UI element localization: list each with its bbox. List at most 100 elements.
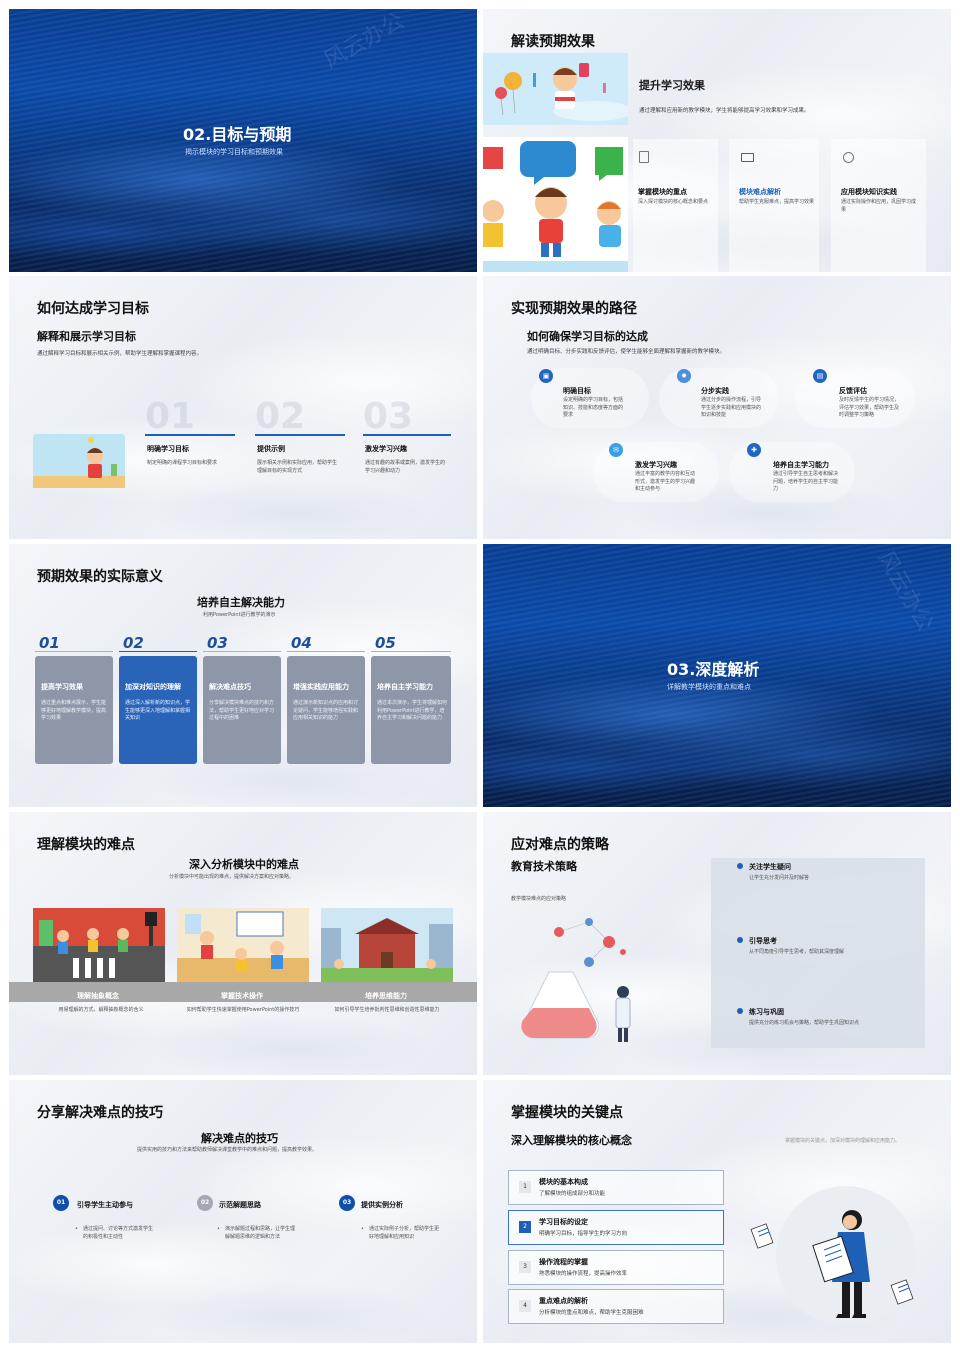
- step-desc: 通过提问、讨论等方式激发学生的积极性和主动性: [83, 1226, 154, 1240]
- slide-7: 理解模块的难点 深入分析模块中的难点 分析模块中可能出现的难点，提供解决方案和应…: [9, 812, 477, 1075]
- card-underline: [119, 651, 197, 652]
- kid-balloon-illustration: [483, 53, 628, 125]
- col-desc: 深入探讨模块的核心概念和要点: [638, 199, 709, 205]
- node-title: 激发学习兴趣: [635, 461, 677, 469]
- watermark: 风云办公: [872, 546, 938, 636]
- lab-flask-illustration: [521, 918, 631, 1042]
- card-title: 提高学习效果: [41, 683, 83, 691]
- slide-6: 风云办公 03.深度解析 详解教学模块的重点和难点: [483, 544, 951, 807]
- item-title: 提供示例: [257, 445, 285, 453]
- item-underline: [363, 434, 451, 436]
- item-number: 02: [255, 396, 306, 437]
- car-icon: ▤: [813, 369, 827, 383]
- caption-title: 掌握技术操作: [221, 992, 263, 1000]
- bullet-dot: [737, 863, 743, 869]
- col-1: 掌握模块的重点 深入探讨模块的核心概念和要点: [633, 139, 718, 272]
- slide-2: 解读预期效果 提升学习效果 通过理解和应用新的教学模块，学生将能够提高学习效果和…: [483, 9, 951, 272]
- col-desc: 通过实际操作和应用，巩固学习成果: [841, 199, 917, 213]
- point-desc: 分析模块的重点和难点，帮助学生克服困难: [539, 1310, 644, 1316]
- slide-desc: 教学模块难点的应对策略: [511, 896, 567, 902]
- slide-4: 实现预期效果的路径 如何确保学习目标的达成 通过明确目标、分步实践和反馈评估，使…: [483, 276, 951, 539]
- item-desc: 提供充分的练习机会与策略，帮助学生巩固知识点: [749, 1020, 860, 1026]
- monitor-icon: [741, 153, 754, 162]
- point-number: 3: [519, 1261, 531, 1273]
- slide-subtitle: 培养自主解决能力: [197, 596, 285, 609]
- slide-title: 如何达成学习目标: [37, 301, 149, 317]
- node-desc: 及时反馈学生的学习情况，评估学习效果，帮助学生及时调整学习策略: [839, 397, 900, 418]
- col-title: 掌握模块的重点: [638, 188, 687, 196]
- caption-desc: 用易理解的方式，解释抽象概念的含义: [58, 1007, 144, 1013]
- slide-subtitle: 教育技术策略: [511, 860, 577, 873]
- point-desc: 熟悉模块的操作流程，提高操作效率: [539, 1271, 628, 1277]
- headline-desc: 通过理解和应用新的教学模块，学生将能够提高学习效果和学习成果。: [639, 108, 810, 114]
- step-bullet: •: [361, 1226, 364, 1232]
- card-desc: 通过重点和难点展示，学生能够更好地理解教学模块，提高学习效果: [41, 700, 107, 721]
- puzzle-icon: ✚: [747, 443, 761, 457]
- slide-title: 预期效果的实际意义: [37, 569, 163, 585]
- step-desc: 演示解题过程和思路，让学生理解解题思维的逻辑和方法: [225, 1226, 296, 1240]
- card-number: 04: [291, 634, 312, 652]
- item-desc: 通过有趣的故事或案例，激发学生的学习兴趣和动力: [365, 460, 446, 474]
- slide-title: 应对难点的策略: [511, 837, 609, 853]
- node-desc: 设定明确的学习目标，包括知识、技能和态度等方面的要求: [563, 397, 624, 418]
- item-desc: 制定明确的课程学习目标和要求: [147, 460, 218, 466]
- node-desc: 通过引导学生自主思考和解决问题，培养学生的自主学习能力: [773, 471, 839, 492]
- calendar-icon: ▣: [539, 369, 553, 383]
- slide-title: 实现预期效果的路径: [511, 301, 637, 317]
- bullet-dot: [737, 937, 743, 943]
- step-desc: 通过实际例子分析，帮助学生更好地理解和应用知识: [369, 1226, 440, 1240]
- card: 提高学习效果 通过重点和难点展示，学生能够更好地理解教学模块，提高学习效果: [35, 656, 113, 764]
- card-desc: 分享解决模块难点的技巧和方法，帮助学生更好地应对学习过程中的困难: [209, 700, 275, 721]
- card-title: 解决难点技巧: [209, 683, 251, 691]
- node-desc: 通过丰富的教学内容和互动形式，激发学生的学习兴趣和主动参与: [635, 471, 696, 492]
- slide-title: 02.目标与预期: [183, 125, 292, 144]
- slide-subtitle: 揭示模块的学习目标和预期效果: [185, 148, 283, 156]
- card: 增强实践应用能力 通过演示新知识点的应用和讨论疑问，学生能够增强实践和应用相关知…: [287, 656, 365, 764]
- card: 培养自主学习能力 通过本次演示，学生将理解如何利用PowerPoint进行教学，…: [371, 656, 451, 764]
- school-building-illustration: [321, 908, 453, 982]
- card-underline: [35, 651, 113, 652]
- street-kids-illustration: [33, 908, 165, 982]
- item-title: 练习与巩固: [749, 1008, 784, 1016]
- item-number: 03: [363, 396, 414, 437]
- slide-subtitle: 如何确保学习目标的达成: [527, 330, 648, 343]
- key-point-3: 3 操作流程的掌握 熟悉模块的操作流程，提高操作效率: [508, 1250, 724, 1285]
- item-desc: 展示相关示例和实际应用，帮助学生理解目标的实现方式: [257, 460, 338, 474]
- point-title: 操作流程的掌握: [539, 1258, 588, 1266]
- teacher-illustration: [33, 434, 125, 488]
- slide-desc: 提供实用的技巧和方法来帮助教师解决课堂教学中的难点和问题，提高教学效果。: [137, 1147, 318, 1153]
- item-desc: 让学生充分发问并及时解答: [749, 875, 810, 881]
- node-desc: 通过分步的操作流程，引导学生逐步实践和应用模块的知识和技能: [701, 397, 762, 418]
- slide-8: 应对难点的策略 教育技术策略 教学模块难点的应对策略 关注学生疑问 让学生充分发…: [483, 812, 951, 1075]
- slide-desc: 通过解释学习目标和展示相关示例，帮助学生理解和掌握课程内容。: [37, 351, 203, 357]
- item-title: 引导思考: [749, 937, 777, 945]
- caption-desc: 如何帮助学生快速掌握使用PowerPoint的操作技巧: [186, 1007, 300, 1013]
- document-icon: [639, 151, 649, 163]
- step-title: 示范解题思路: [219, 1201, 261, 1209]
- col-2: 模块难点解析 帮助学生克服难点，提高学习效果: [729, 139, 819, 272]
- point-number: 1: [519, 1181, 531, 1193]
- slide-subtitle: 深入分析模块中的难点: [189, 858, 299, 871]
- key-point-2: 2 学习目标的设定 明确学习目标，指导学生的学习方向: [508, 1210, 724, 1245]
- point-desc: 了解模块的组成部分和功能: [539, 1191, 606, 1197]
- slide-title: 解读预期效果: [511, 34, 595, 50]
- item-underline: [145, 434, 235, 436]
- key-point-1: 1 模块的基本构成 了解模块的组成部分和功能: [508, 1170, 724, 1205]
- slide-9: 分享解决难点的技巧 解决难点的技巧 提供实用的技巧和方法来帮助教师解决课堂教学中…: [9, 1080, 477, 1343]
- headline: 提升学习效果: [639, 79, 705, 92]
- classroom-illustration: [177, 908, 309, 982]
- caption-title: 培养思维能力: [365, 992, 407, 1000]
- card-title: 培养自主学习能力: [377, 683, 433, 691]
- caption-title: 理解抽象概念: [77, 992, 119, 1000]
- strategy-panel: [711, 858, 925, 1048]
- col-title: 应用模块知识实践: [841, 188, 897, 196]
- card-number: 03: [207, 634, 228, 652]
- card: 解决难点技巧 分享解决模块难点的技巧和方法，帮助学生更好地应对学习过程中的困难: [203, 656, 281, 764]
- slide-subtitle: 深入理解模块的核心概念: [511, 1134, 632, 1147]
- slide-subtitle: 详解教学模块的重点和难点: [667, 683, 751, 691]
- card-desc: 通过本次演示，学生将理解如何利用PowerPoint进行教学，培养自主学习和解决…: [377, 700, 448, 721]
- bullet-dot: [737, 1008, 743, 1014]
- kids-speech-bubbles-illustration: [483, 137, 628, 272]
- step-badge: 03: [339, 1195, 355, 1211]
- node-title: 培养自主学习能力: [773, 461, 829, 469]
